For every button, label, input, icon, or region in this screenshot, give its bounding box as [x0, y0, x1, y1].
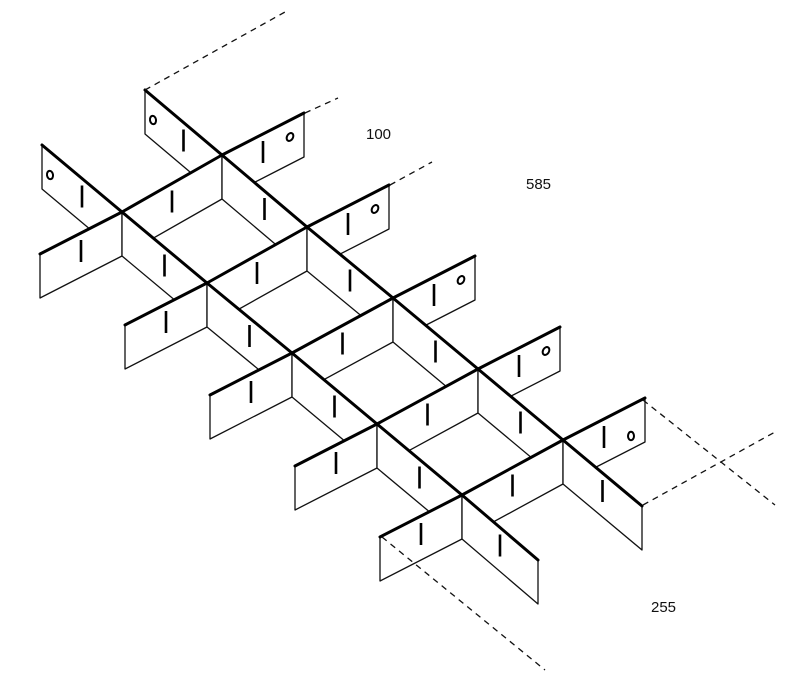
divider-top-edge	[120, 153, 224, 214]
divider-top-edge	[123, 281, 209, 327]
long-divider-2-segment	[460, 493, 540, 605]
divider-top-edge	[208, 351, 294, 397]
divider-top-edge	[476, 367, 565, 442]
divider-top-edge	[460, 493, 540, 562]
divider-top-edge	[305, 183, 391, 229]
divider-top-edge	[205, 281, 294, 355]
mounting-hole-icon	[541, 346, 551, 356]
divider-top-edge	[220, 111, 306, 157]
long-divider-1-segment	[561, 438, 644, 551]
extension-dashed-line	[144, 11, 286, 91]
divider-top-edge	[290, 351, 379, 426]
divider-top-edge	[375, 422, 464, 497]
divider-top-edge	[220, 153, 309, 229]
divider-top-edge	[391, 296, 480, 371]
extension-dashed-line	[642, 399, 776, 506]
mounting-hole-icon	[370, 204, 380, 214]
divider-top-edge	[460, 438, 565, 497]
mounting-hole-icon	[285, 132, 295, 142]
extension-dashed-line	[389, 161, 433, 186]
divider-top-edge	[290, 296, 395, 355]
cross-divider-2-segment	[123, 281, 209, 370]
dimension-label-depth: 100	[366, 126, 392, 143]
divider-top-edge	[40, 143, 124, 214]
dimension-label-width: 255	[651, 599, 677, 616]
divider-top-edge	[305, 225, 395, 300]
divider-top-edge	[38, 210, 124, 256]
divider-top-edge	[205, 225, 309, 285]
divider-top-edge	[391, 254, 477, 300]
divider-top-edge	[561, 396, 647, 442]
cross-divider-3-segment	[208, 351, 294, 440]
mounting-hole-icon	[148, 114, 158, 126]
cross-divider-4-segment	[293, 422, 379, 511]
mounting-hole-icon	[456, 275, 466, 285]
dimension-label-length: 585	[526, 176, 552, 193]
divider-top-edge	[375, 367, 480, 426]
divider-top-edge	[378, 493, 464, 539]
divider-top-edge	[293, 422, 379, 468]
divider-top-edge	[561, 438, 644, 508]
divider-top-edge	[143, 88, 224, 157]
extension-dashed-line	[381, 536, 546, 671]
extension-dashed-line	[304, 97, 339, 114]
divider-top-edge	[476, 325, 562, 371]
cross-divider-1-segment	[38, 210, 124, 299]
mounting-hole-icon	[45, 169, 55, 181]
mounting-hole-icon	[627, 430, 635, 442]
divider-top-edge	[120, 210, 209, 285]
extension-dashed-line	[642, 431, 776, 506]
